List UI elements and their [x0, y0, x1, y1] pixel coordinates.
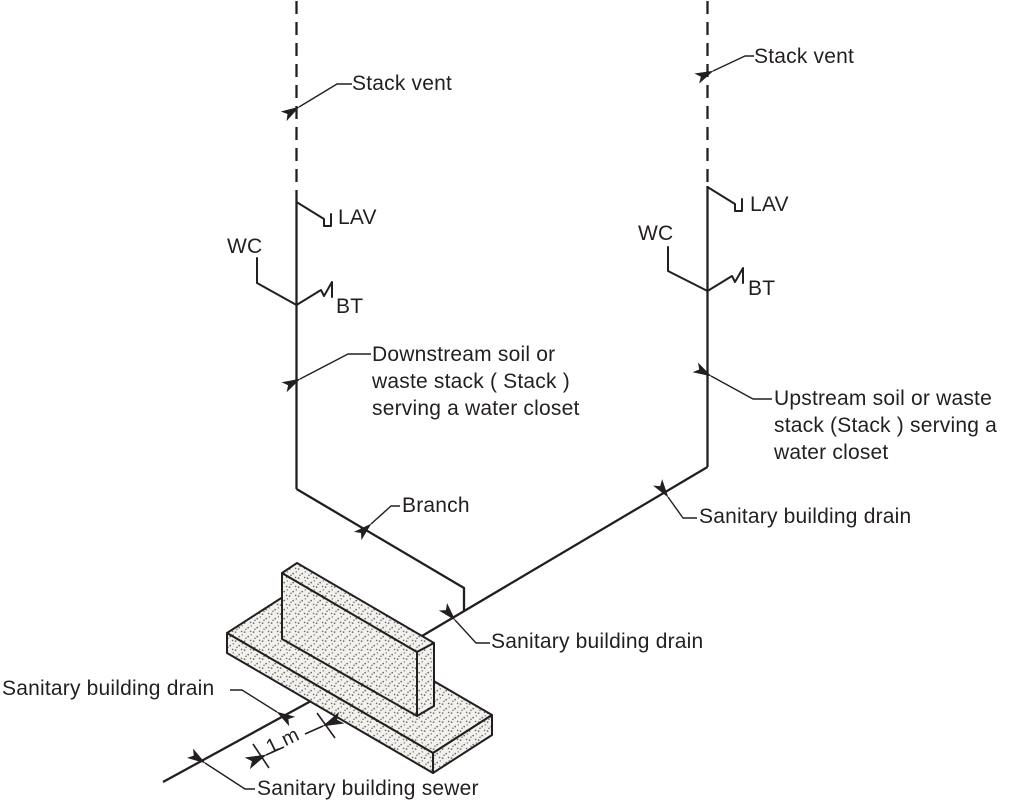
dimension-arrow-right	[304, 711, 345, 735]
label-bt-right: BT	[748, 277, 776, 300]
label-downstream-line3: serving a water closet	[372, 397, 580, 420]
wc-branch-right	[667, 246, 709, 292]
dimension-arrow-left	[244, 746, 285, 770]
label-stack-vent-right: Stack vent	[754, 45, 855, 68]
branch-line	[295, 488, 466, 611]
label-downstream-stack: Downstream soil or waste stack ( Stack )…	[372, 341, 580, 422]
label-wc-right: WC	[638, 222, 674, 245]
bt-branch-right	[706, 267, 744, 292]
leader-upstream-stack	[692, 362, 772, 400]
label-downstream-line1: Downstream soil or	[372, 343, 556, 366]
leader-drain-left	[230, 689, 296, 727]
label-drain-left: Sanitary building drain	[2, 677, 215, 700]
lav-branch-right	[706, 186, 743, 212]
footing-slab-right-face	[432, 714, 493, 774]
label-wc-left: WC	[227, 235, 263, 258]
label-bt-left: BT	[336, 295, 364, 318]
label-lav-right: LAV	[750, 193, 789, 216]
leader-sewer	[186, 748, 255, 790]
label-drain-upper-right: Sanitary building drain	[699, 505, 912, 528]
leader-stack-vent-left	[280, 83, 352, 122]
label-upstream-line3: water closet	[774, 441, 889, 464]
bt-branch-left	[295, 281, 333, 306]
wc-branch-left	[256, 257, 298, 306]
label-sewer: Sanitary building sewer	[257, 777, 479, 800]
label-downstream-line2: waste stack ( Stack )	[372, 370, 570, 393]
label-branch: Branch	[402, 494, 470, 517]
leader-stack-vent-right	[694, 55, 754, 84]
leader-drain-upper-right	[653, 479, 697, 519]
label-upstream-stack: Upstream soil or waste stack (Stack ) se…	[774, 385, 997, 466]
leader-downstream-stack	[281, 353, 371, 393]
label-lav-left: LAV	[338, 206, 377, 229]
label-stack-vent-left: Stack vent	[352, 72, 453, 95]
label-drain-lower-middle: Sanitary building drain	[491, 630, 704, 653]
foundation-wall-right-face	[416, 642, 435, 717]
label-upstream-line2: stack (Stack ) serving a	[774, 414, 998, 437]
leader-drain-lower-middle	[438, 602, 490, 644]
label-upstream-line1: Upstream soil or waste	[774, 387, 992, 410]
dimension-tick-right	[316, 712, 336, 739]
leader-branch	[353, 505, 400, 541]
lav-branch-left	[295, 201, 332, 227]
